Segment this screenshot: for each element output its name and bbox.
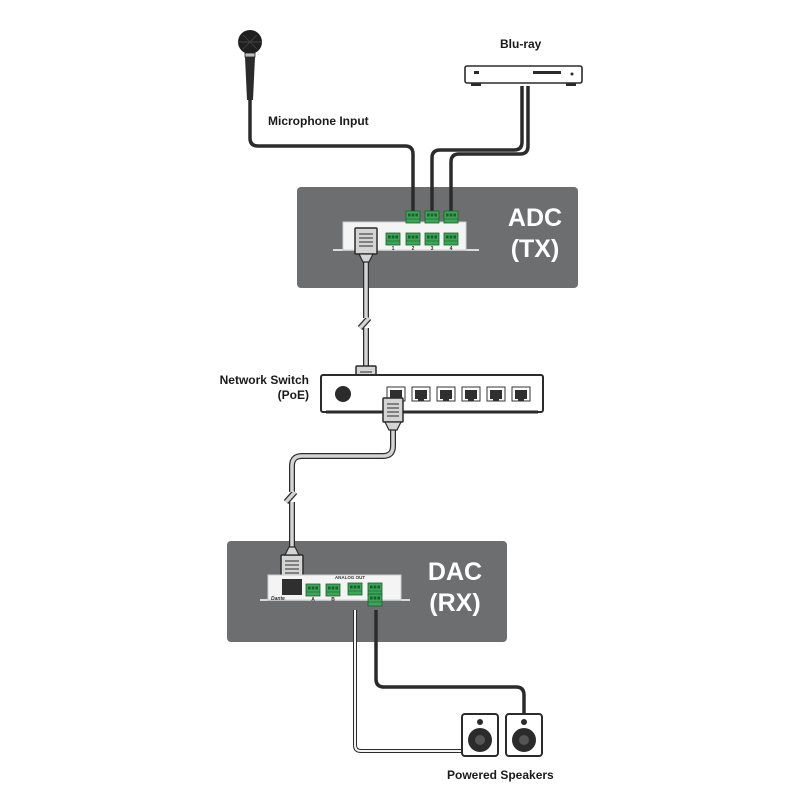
switch-label-line1: Network Switch <box>219 373 309 387</box>
cable-bluray-right <box>449 86 530 212</box>
dac-title: DAC <box>427 558 483 586</box>
microphone-label: Microphone Input <box>268 114 369 128</box>
network-switch <box>320 374 544 414</box>
cable-speaker-right <box>374 610 526 714</box>
speaker-right-icon <box>505 713 543 757</box>
cable-bluray-left <box>430 86 524 212</box>
adc-port-4: 4 <box>450 246 453 252</box>
switch-label-line2: (PoE) <box>277 388 309 402</box>
bluray-player-icon <box>464 65 583 86</box>
speakers-label: Powered Speakers <box>447 768 554 782</box>
dac-subtitle: (RX) <box>429 589 481 617</box>
adc-subtitle: (TX) <box>510 235 560 263</box>
adc-port-2: 2 <box>412 246 415 252</box>
cable-microphone <box>248 100 415 212</box>
adc-port-1: 1 <box>392 246 395 252</box>
bluray-label: Blu-ray <box>500 37 542 51</box>
dac-brand-logo: Dante <box>271 596 285 602</box>
ethernet-cable-dac <box>280 397 404 582</box>
speaker-left-icon <box>461 713 499 757</box>
dac-port-b: B <box>331 597 335 603</box>
adc-port-3: 3 <box>431 246 434 252</box>
ethernet-cable-adc <box>354 227 378 389</box>
microphone-icon <box>238 30 262 100</box>
dac-device <box>260 574 410 607</box>
adc-title: ADC <box>507 204 563 232</box>
dac-analog-out-label: ANALOG OUT <box>335 575 365 580</box>
dac-port-a: A <box>311 597 315 603</box>
